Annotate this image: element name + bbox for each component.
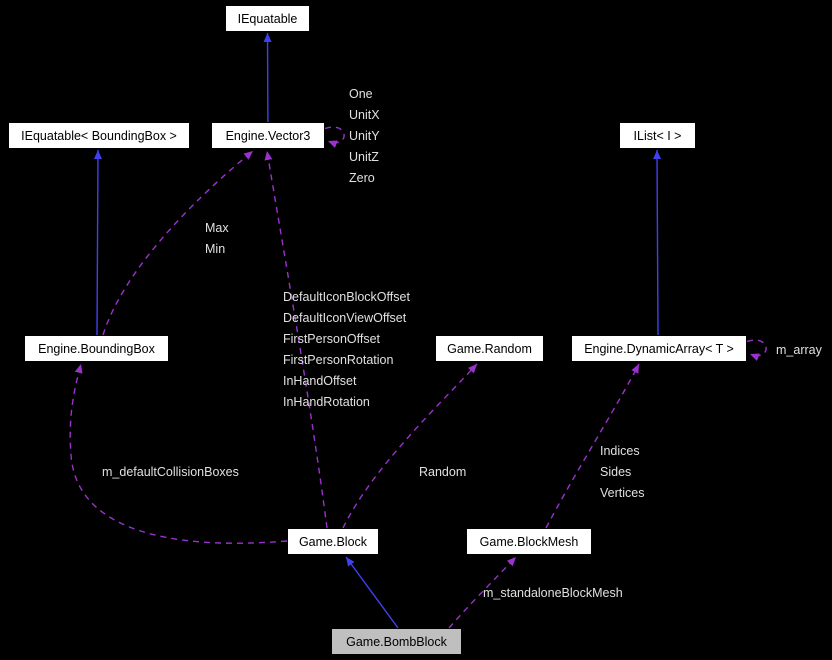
edge-label-block-boundingbox: m_defaultCollisionBoxes <box>102 462 239 483</box>
edge-usage-boundingbox-vector3 <box>102 150 254 336</box>
node-game-bombblock[interactable]: Game.BombBlock <box>331 628 462 655</box>
edge-label: UnitY <box>349 129 380 143</box>
edge-label: UnitX <box>349 108 380 122</box>
edge-usage-dynamicarray-self <box>746 339 767 361</box>
edge-label: Random <box>419 465 467 479</box>
edge-usage-block-vector3 <box>264 150 328 529</box>
edge-label-block-random: Random <box>419 462 466 483</box>
node-engine-boundingbox[interactable]: Engine.BoundingBox <box>24 335 169 362</box>
edge-label: Indices <box>600 444 640 458</box>
edge-usage-block-random <box>342 363 478 529</box>
node-engine-vector3[interactable]: Engine.Vector3 <box>211 122 325 149</box>
node-iequatable-boundingbox[interactable]: IEquatable< BoundingBox > <box>8 122 190 149</box>
edge-label: UnitZ <box>349 150 379 164</box>
edge-label: DefaultIconViewOffset <box>283 311 407 325</box>
node-engine-dynamicarray[interactable]: Engine.DynamicArray< T > <box>571 335 747 362</box>
edge-labels-boundingbox-vector3: Max Min <box>205 218 229 260</box>
edge-labels-blockmesh-dynamicarray: Indices Sides Vertices <box>600 441 644 504</box>
node-game-random[interactable]: Game.Random <box>435 335 544 362</box>
edge-label: m_standaloneBlockMesh <box>483 586 623 600</box>
edge-usage-vector3-self <box>324 126 345 148</box>
edge-label: m_defaultCollisionBoxes <box>102 465 239 479</box>
edge-label: FirstPersonOffset <box>283 332 381 346</box>
edge-label: m_array <box>776 343 822 357</box>
edge-label: InHandRotation <box>283 395 370 409</box>
edge-usage-blockmesh-dynamicarray <box>545 363 640 529</box>
edge-label: InHandOffset <box>283 374 357 388</box>
node-game-blockmesh[interactable]: Game.BlockMesh <box>466 528 592 555</box>
edge-label-bombblock-blockmesh: m_standaloneBlockMesh <box>483 583 623 604</box>
edge-label: Sides <box>600 465 632 479</box>
edge-label: One <box>349 87 373 101</box>
node-game-block[interactable]: Game.Block <box>287 528 379 555</box>
edge-inherit-dynamicarray-ilist <box>653 149 662 336</box>
edge-labels-vector3-self: One UnitX UnitY UnitZ Zero <box>349 84 380 189</box>
edge-label: Zero <box>349 171 375 185</box>
edge-label: DefaultIconBlockOffset <box>283 290 410 304</box>
edge-usage-bombblock-blockmesh <box>448 556 517 629</box>
edge-label: Vertices <box>600 486 645 500</box>
edge-label-dynamicarray-self: m_array <box>776 340 822 361</box>
edge-label: Min <box>205 242 226 256</box>
edge-inherit-boundingbox-iequatable-boundingbox <box>93 149 102 336</box>
edge-label: FirstPersonRotation <box>283 353 394 367</box>
node-iequatable[interactable]: IEquatable <box>225 5 310 32</box>
node-ilist[interactable]: IList< I > <box>619 122 696 149</box>
edge-label: Max <box>205 221 229 235</box>
edge-usage-block-boundingbox <box>69 363 288 544</box>
edge-labels-block-vector3: DefaultIconBlockOffset DefaultIconViewOf… <box>283 287 410 413</box>
edge-inherit-bombblock-block <box>345 556 399 629</box>
